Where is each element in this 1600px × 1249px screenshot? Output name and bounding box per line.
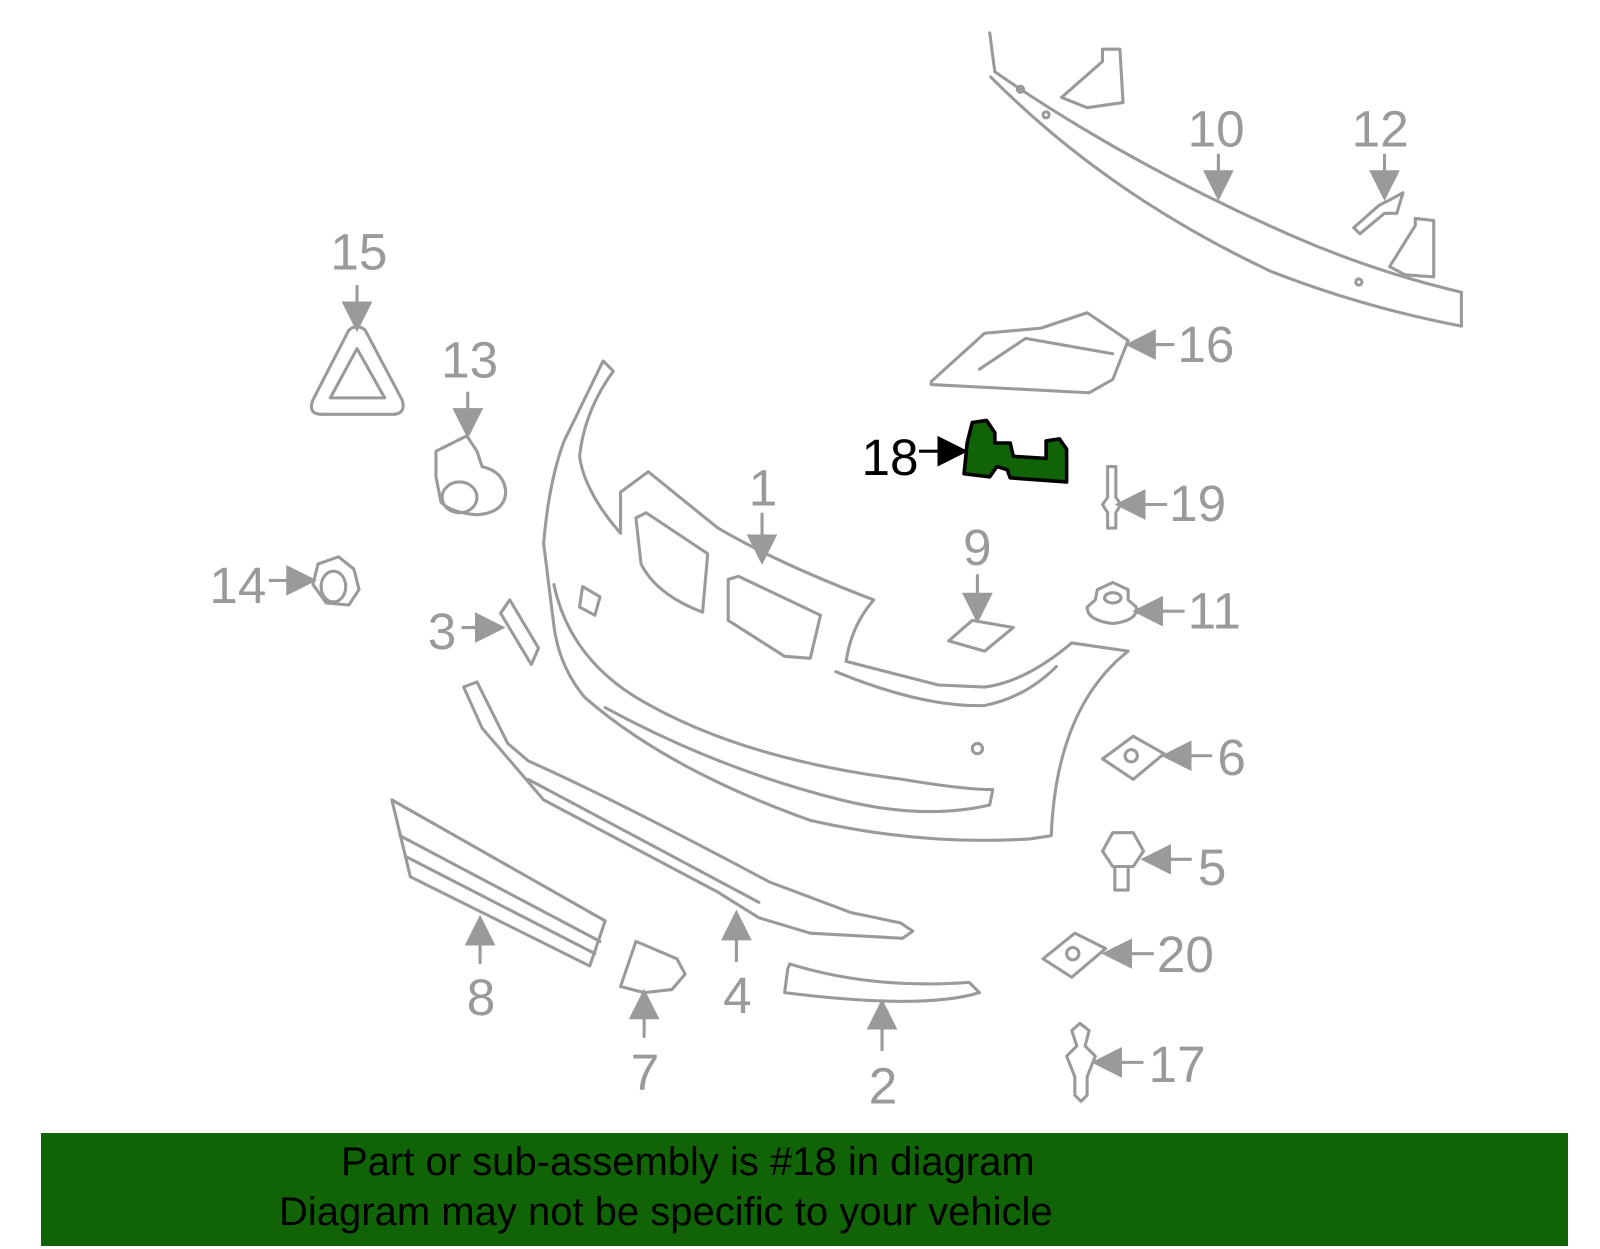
callout-17: 17 [1149, 1036, 1206, 1093]
callout-11: 11 [1188, 583, 1241, 640]
callout-15: 15 [330, 224, 387, 281]
callout-5: 5 [1198, 839, 1227, 896]
part-11-nut [1085, 580, 1138, 626]
callout-20: 20 [1157, 926, 1214, 983]
part-10-reinforcement [988, 31, 1463, 328]
part-16-bracket [929, 311, 1130, 395]
callout-19: 19 [1169, 475, 1226, 532]
banner-line-2: Diagram may not be specific to your vehi… [279, 1190, 1053, 1234]
callout-18: 18 [862, 429, 919, 486]
part-1-bumper-cover [542, 359, 1130, 842]
part-5-bolt [1100, 831, 1146, 892]
part-7-cover [619, 939, 687, 995]
callout-14: 14 [209, 557, 266, 614]
part-17-push-pin [1065, 1021, 1097, 1103]
part-14-grommet [311, 555, 361, 607]
callout-1: 1 [749, 460, 778, 517]
info-banner: Part or sub-assembly is #18 in diagram D… [41, 1133, 1568, 1246]
part-18-highlighted [962, 418, 1069, 484]
callout-arrows [268, 153, 1400, 1078]
callout-6: 6 [1217, 729, 1246, 786]
part-13-park-sensor [434, 434, 508, 517]
part-15-label-triangle [309, 325, 405, 416]
callout-3: 3 [428, 603, 457, 660]
callout-10: 10 [1188, 101, 1245, 158]
part-3-cover [499, 598, 541, 667]
callout-16: 16 [1177, 316, 1234, 373]
callout-7: 7 [631, 1044, 660, 1101]
part-6-clip [1100, 734, 1166, 781]
part-8-grille [390, 798, 607, 968]
callout-4: 4 [723, 967, 752, 1024]
part-19-pin [1100, 465, 1123, 530]
callout-2: 2 [869, 1057, 898, 1114]
part-20-clip [1041, 931, 1108, 979]
callout-13: 13 [441, 331, 498, 388]
callout-8: 8 [467, 969, 496, 1026]
banner-line-1: Part or sub-assembly is #18 in diagram [341, 1140, 1035, 1184]
part-9-pad [947, 618, 1015, 653]
part-12-bolt [1352, 191, 1405, 236]
callout-12: 12 [1352, 101, 1409, 158]
part-2-trim [783, 962, 981, 1003]
part-4-spoiler [462, 680, 915, 940]
callout-9: 9 [963, 519, 992, 576]
